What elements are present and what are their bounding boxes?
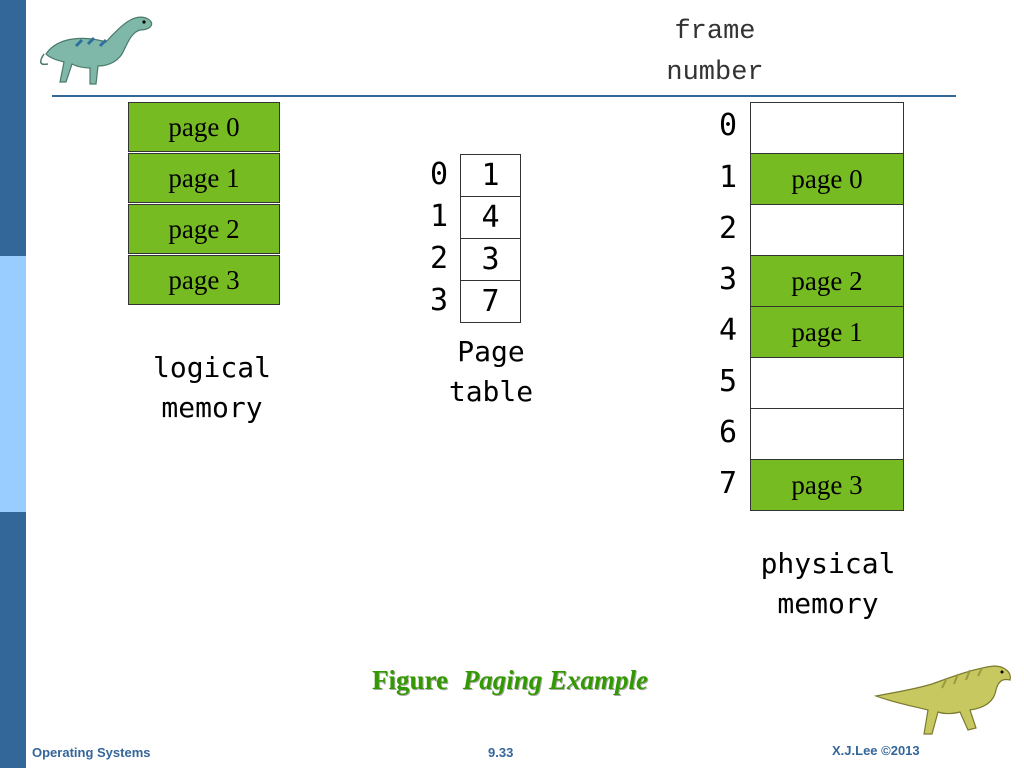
frame-index-5: 5 [718, 364, 738, 399]
figure-caption: Figure Paging Example [330, 665, 690, 696]
frame-number-label: frame number [640, 12, 790, 94]
footer-copyright: X.J.Lee ©2013 [832, 743, 920, 758]
dinosaur-icon [40, 16, 153, 85]
header-rule [52, 95, 956, 97]
frame-2 [750, 204, 904, 256]
page-table-index-3: 3 [429, 283, 449, 318]
physical-memory-caption: physical memory [736, 544, 920, 624]
frame-index-1: 1 [718, 160, 738, 195]
page-table-entry-2: 3 [460, 238, 521, 281]
page-table-caption: Page table [420, 332, 562, 412]
page-table-entry-3: 7 [460, 280, 521, 323]
frame-index-0: 0 [718, 108, 738, 143]
frame-index-3: 3 [718, 262, 738, 297]
page-table-index-0: 0 [429, 157, 449, 192]
sidebar-band-top [0, 0, 26, 256]
page-table-index-2: 2 [429, 241, 449, 276]
frame-7: page 3 [750, 459, 904, 511]
frame-index-2: 2 [718, 211, 738, 246]
frame-0 [750, 102, 904, 154]
footer-slide-number: 9.33 [488, 745, 514, 760]
page-table-caption-line2: table [448, 375, 534, 408]
logical-page-3: page 3 [128, 255, 280, 305]
frame-3: page 2 [750, 255, 904, 307]
sidebar-band-middle [0, 256, 26, 512]
frame-index-4: 4 [718, 313, 738, 348]
frame-5 [750, 357, 904, 409]
frame-4: page 1 [750, 306, 904, 358]
logical-page-1: page 1 [128, 153, 280, 203]
physical-caption-line2: memory [777, 587, 879, 620]
page-table-entry-1: 4 [460, 196, 521, 239]
page-table-entry-0: 1 [460, 154, 521, 197]
dinosaur-icon [873, 665, 1011, 735]
frame-label-line1: frame [674, 17, 756, 47]
sidebar-band-bottom [0, 512, 26, 768]
frame-label-line2: number [666, 58, 764, 88]
page-table-index-1: 1 [429, 199, 449, 234]
logical-caption-line2: memory [161, 391, 263, 424]
frame-6 [750, 408, 904, 460]
logical-page-2: page 2 [128, 204, 280, 254]
footer-course-title: Operating Systems [32, 745, 151, 760]
frame-1: page 0 [750, 153, 904, 205]
logical-caption-line1: logical [152, 351, 271, 384]
frame-index-7: 7 [718, 466, 738, 501]
figure-prefix: Figure [371, 665, 448, 695]
logical-page-0: page 0 [128, 102, 280, 152]
frame-index-6: 6 [718, 415, 738, 450]
logical-memory-caption: logical memory [126, 348, 298, 428]
figure-title: Paging Example [462, 665, 648, 695]
page-table-caption-line1: Page [457, 335, 525, 368]
physical-caption-line1: physical [760, 547, 896, 580]
